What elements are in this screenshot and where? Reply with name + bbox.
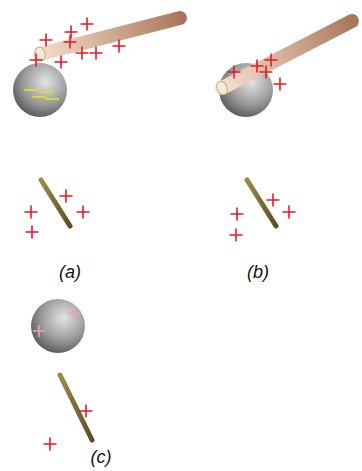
- electroscope-a: [13, 18, 180, 239]
- electroscope-c: [31, 299, 93, 452]
- panel-label: (a): [59, 262, 81, 283]
- electroscope-b: [214, 21, 352, 242]
- panel-label: (c): [91, 447, 112, 468]
- panel-label: (b): [247, 262, 269, 283]
